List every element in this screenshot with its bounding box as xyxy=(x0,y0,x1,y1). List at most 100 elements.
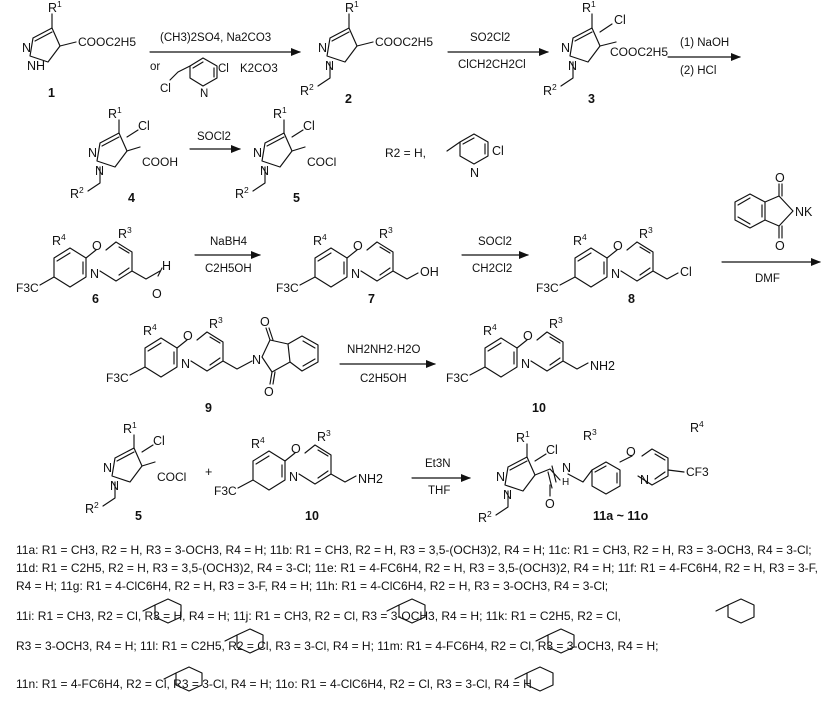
svg-text:N: N xyxy=(95,164,104,178)
compound-5b-structure: R1 Cl N N R2 COCl xyxy=(85,420,186,516)
svg-text:R2: R2 xyxy=(235,185,249,201)
svg-text:N: N xyxy=(103,461,112,475)
svg-text:R4: R4 xyxy=(143,322,157,338)
reagent-step2-top: SO2Cl2 xyxy=(470,32,510,44)
svg-text:N: N xyxy=(22,41,31,55)
svg-text:N: N xyxy=(325,59,334,73)
compound-4-structure: R1 Cl N N R2 COOH xyxy=(70,105,178,201)
svg-text:R2: R2 xyxy=(300,82,314,98)
svg-text:Cl: Cl xyxy=(614,13,626,27)
svg-text:R3: R3 xyxy=(118,225,132,241)
compound-label-6: 6 xyxy=(92,292,99,306)
svg-text:R2: R2 xyxy=(70,185,84,201)
svg-text:R4: R4 xyxy=(483,322,497,338)
svg-text:O: O xyxy=(92,239,102,253)
compound-label-1: 1 xyxy=(48,86,55,100)
svg-text:N: N xyxy=(318,41,327,55)
reagent-step3-bottom: (2) HCl xyxy=(680,65,716,77)
svg-text:Cl: Cl xyxy=(303,119,315,133)
compound-8-structure: R4 R3 O N F3C Cl xyxy=(536,225,692,295)
reagent-step8-bottom: C2H5OH xyxy=(360,373,407,385)
svg-text:N: N xyxy=(470,166,479,180)
svg-text:R1: R1 xyxy=(345,0,359,15)
svg-text:N: N xyxy=(200,88,208,100)
svg-text:R4: R4 xyxy=(251,435,265,451)
compound-10b-structure: R4 R3 O N F3C NH2 xyxy=(214,428,383,498)
group-ch2oh: OH xyxy=(420,265,439,279)
reagent-step1-or: or xyxy=(150,61,160,73)
group-cf3-9: F3C xyxy=(106,371,129,385)
compound-9-structure: R4 R3 O N N O O F3C xyxy=(106,315,319,399)
group-cho: H xyxy=(162,259,171,273)
svg-text:O: O xyxy=(523,329,533,343)
compound-label-2: 2 xyxy=(345,92,352,106)
group-cooet-3: COOC2H5 xyxy=(610,45,668,59)
group-cf3-10b: F3C xyxy=(214,484,237,498)
legend-line-2: 11d: R1 = C2H5, R2 = H, R3 = 3,5-(OCH3)2… xyxy=(16,561,818,575)
reagent-step6-bottom: CH2Cl2 xyxy=(472,263,512,275)
legend-line-1: 11a: R1 = CH3, R2 = H, R3 = 3-OCH3, R4 =… xyxy=(16,543,812,557)
svg-text:O: O xyxy=(260,315,270,329)
substituent-legend: 11a: R1 = CH3, R2 = H, R3 = 3-OCH3, R4 =… xyxy=(16,543,818,691)
compound-label-7: 7 xyxy=(368,292,375,306)
svg-text:N: N xyxy=(260,164,269,178)
svg-text:R4: R4 xyxy=(573,232,587,248)
compound-label-5b: 5 xyxy=(135,509,142,523)
svg-text:O: O xyxy=(613,239,623,253)
svg-text:N: N xyxy=(496,470,505,484)
svg-text:O: O xyxy=(775,171,785,185)
svg-text:Cl: Cl xyxy=(138,119,150,133)
svg-text:O: O xyxy=(264,385,274,399)
compound-2-structure: R1 N N R2 COOC2H5 xyxy=(300,0,433,98)
group-cocl: COCl xyxy=(307,155,336,169)
svg-text:N: N xyxy=(289,470,298,484)
legend-line-4: 11i: R1 = CH3, R2 = Cl, R3 = H, R4 = H; … xyxy=(16,609,621,623)
compound-label-10: 10 xyxy=(532,401,546,415)
compound-5-structure: R1 Cl N N R2 COCl xyxy=(235,105,336,201)
svg-text:R1: R1 xyxy=(123,420,137,436)
svg-text:N: N xyxy=(181,357,190,371)
svg-text:Cl: Cl xyxy=(218,63,229,75)
chloropyridyl-reagent: Cl Cl N xyxy=(160,57,229,100)
compound-11-structure: R1 Cl N N R2 O N H R3 O N R4 CF3 xyxy=(478,419,709,525)
legend-pyridyl-icons xyxy=(142,598,755,692)
compound-3-structure: R1 Cl N N R2 COOC2H5 xyxy=(543,0,668,98)
svg-text:R3: R3 xyxy=(379,225,393,241)
reagent-step2-bottom: ClCH2CH2Cl xyxy=(458,59,526,71)
group-cf3-6: F3C xyxy=(16,281,39,295)
svg-text:N: N xyxy=(90,267,99,281)
svg-text:N: N xyxy=(351,267,360,281)
svg-text:Cl: Cl xyxy=(153,434,165,448)
group-nh2-10b: NH2 xyxy=(358,472,383,486)
svg-text:O: O xyxy=(545,497,555,511)
svg-text:Cl: Cl xyxy=(546,443,558,457)
r2-definition: R2 = H, xyxy=(385,146,426,160)
reagent-step9-bottom: THF xyxy=(428,485,450,497)
svg-text:N: N xyxy=(88,146,97,160)
svg-text:R2: R2 xyxy=(478,509,492,525)
reagent-step8-top: NH2NH2·H2O xyxy=(347,344,421,356)
svg-text:R1: R1 xyxy=(273,105,287,121)
svg-text:R3: R3 xyxy=(317,428,331,444)
svg-text:O: O xyxy=(152,287,162,301)
svg-text:R2: R2 xyxy=(543,82,557,98)
svg-text:R3: R3 xyxy=(549,315,563,331)
svg-text:R1: R1 xyxy=(108,105,122,121)
svg-text:O: O xyxy=(353,239,363,253)
svg-text:N: N xyxy=(503,488,512,502)
group-cooet: COOC2H5 xyxy=(78,35,136,49)
compound-10-structure: R4 R3 O N F3C NH2 xyxy=(446,315,615,385)
svg-text:Cl: Cl xyxy=(160,83,171,95)
group-cooet-2: COOC2H5 xyxy=(375,35,433,49)
compound-label-4: 4 xyxy=(128,191,135,205)
group-cf3-7: F3C xyxy=(276,281,299,295)
svg-text:N: N xyxy=(253,146,262,160)
compound-label-5: 5 xyxy=(293,191,300,205)
legend-line-5: R3 = 3-OCH3, R4 = H; 11l: R1 = C2H5, R2 … xyxy=(16,639,658,653)
svg-text:R2: R2 xyxy=(85,500,99,516)
svg-text:H: H xyxy=(562,477,569,488)
reagent-step9-top: Et3N xyxy=(425,458,451,470)
group-cocl-5b: COCl xyxy=(157,470,186,484)
svg-text:R3: R3 xyxy=(209,315,223,331)
svg-text:R4: R4 xyxy=(313,232,327,248)
